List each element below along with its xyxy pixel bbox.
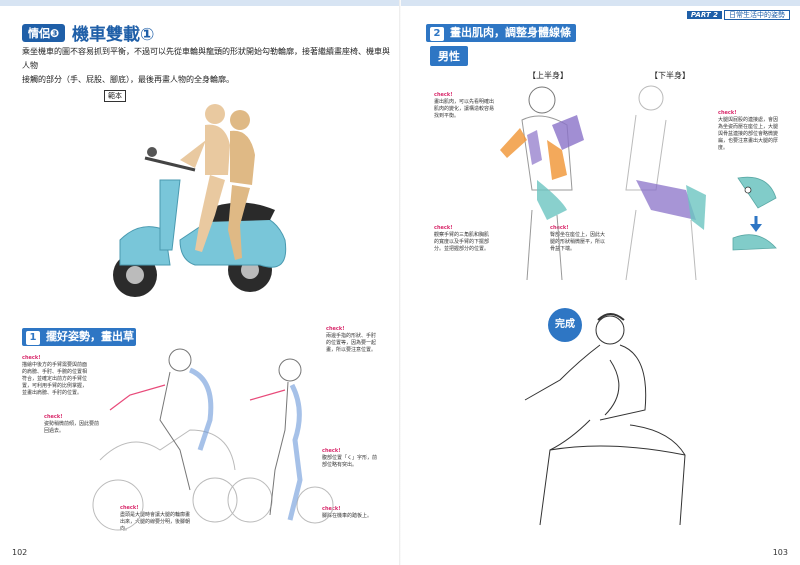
section-2-header: 2 畫出肌肉，調整身體線條 (426, 24, 576, 42)
check-label-r1: check! (434, 92, 453, 98)
intro-line-2: 接觸的部分（手、屁股、腳底），最後再畫人物的全身輪廓。 (22, 75, 234, 84)
page-number-left: 102 (12, 548, 28, 557)
final-line-sketch (524, 313, 686, 526)
intro-text: 乘坐機車的圖不容易抓到平衡，不過可以先從車輪與龍頭的形狀開始勾勒輪廓，接著繼續畫… (22, 45, 394, 87)
chapter-badge: 情侶❸ (22, 24, 66, 42)
sample-label: 範本 (104, 90, 126, 102)
check-label-2: check! (44, 414, 63, 420)
part-label: PART 2 (686, 11, 722, 19)
intro-line-1: 乘坐機車的圖不容易抓到平衡，不過可以先從車輪與龍頭的形狀開始勾勒輪廓，接著繼續畫… (22, 47, 390, 70)
check-label-4: check! (326, 326, 345, 332)
check-note-4: 兩邊手指的形狀、手肘的位置等，因為要一起畫，所以要注意位置。 (326, 333, 377, 353)
check-note-r2: 觀察手臂的三角肌和胸肌的寬度以及手臂的下擺部分。並把握部分的位置。 (434, 232, 490, 252)
page-title: 機車雙載① (72, 25, 155, 45)
rough-sketch-left (92, 348, 238, 531)
check-label-1: check! (22, 355, 41, 361)
check-note-6: 腳踩在機車的踏板上。 (322, 513, 373, 519)
section-1-title: 擺好姿勢，畫出草圖 (26, 330, 134, 361)
hip-detail-insets (732, 176, 777, 251)
check-label-r3: check! (550, 225, 569, 231)
page-number-right: 103 (772, 548, 788, 557)
section-1-number: 1 (26, 331, 40, 345)
section-2-number: 2 (430, 27, 444, 41)
rough-sketch-right (227, 358, 334, 524)
check-label-3: check! (120, 505, 139, 511)
part-title: 日常生活中的姿勢 (724, 10, 790, 20)
check-note-2: 姿勢稍微前傾，因此要前回過去。 (44, 421, 100, 434)
check-note-1: 描繪中後方的手臂需要與前面的肩膀、手肘、手腕的位置相符合，並確定出前方的手臂位置… (22, 362, 88, 396)
done-badge: 完成 (548, 308, 582, 342)
upper-body-label: 【上半身】 (528, 71, 568, 80)
check-note-r4: 大腿與屁股的連接處，會因為坐姿而壓在座位上，大腿與骨盆連接的部位會略微變扁，也要… (718, 117, 779, 151)
upper-body-sketch (500, 86, 584, 281)
left-page: 情侶❸ 機車雙載① 乘坐機車的圖不容易抓到平衡，不過可以先從車輪與龍頭的形狀開始… (12, 24, 394, 557)
check-label-r2: check! (434, 225, 453, 231)
check-note-r1: 畫出肌肉，可以先看明確出肌肉的變化，讓構造較容易找到平衡。 (434, 99, 495, 119)
check-note-5: 腹部位置「く」字形，前部位略有突出。 (322, 455, 378, 468)
check-label-5: check! (322, 448, 341, 454)
male-tag: 男性 (430, 46, 468, 66)
lower-body-label: 【下半身】 (650, 71, 690, 80)
scooter-photo (113, 104, 287, 297)
lower-body-sketch (625, 85, 706, 281)
check-label-r4: check! (718, 110, 737, 116)
section-2-title: 畫出肌肉，調整身體線條 (450, 26, 571, 39)
page-gutter (399, 0, 401, 565)
check-label-6: check! (322, 506, 341, 512)
check-note-r3: 臀部坐在座位上，因此大腿的形狀稍微壓平，所以骨盆下端。 (550, 232, 606, 252)
